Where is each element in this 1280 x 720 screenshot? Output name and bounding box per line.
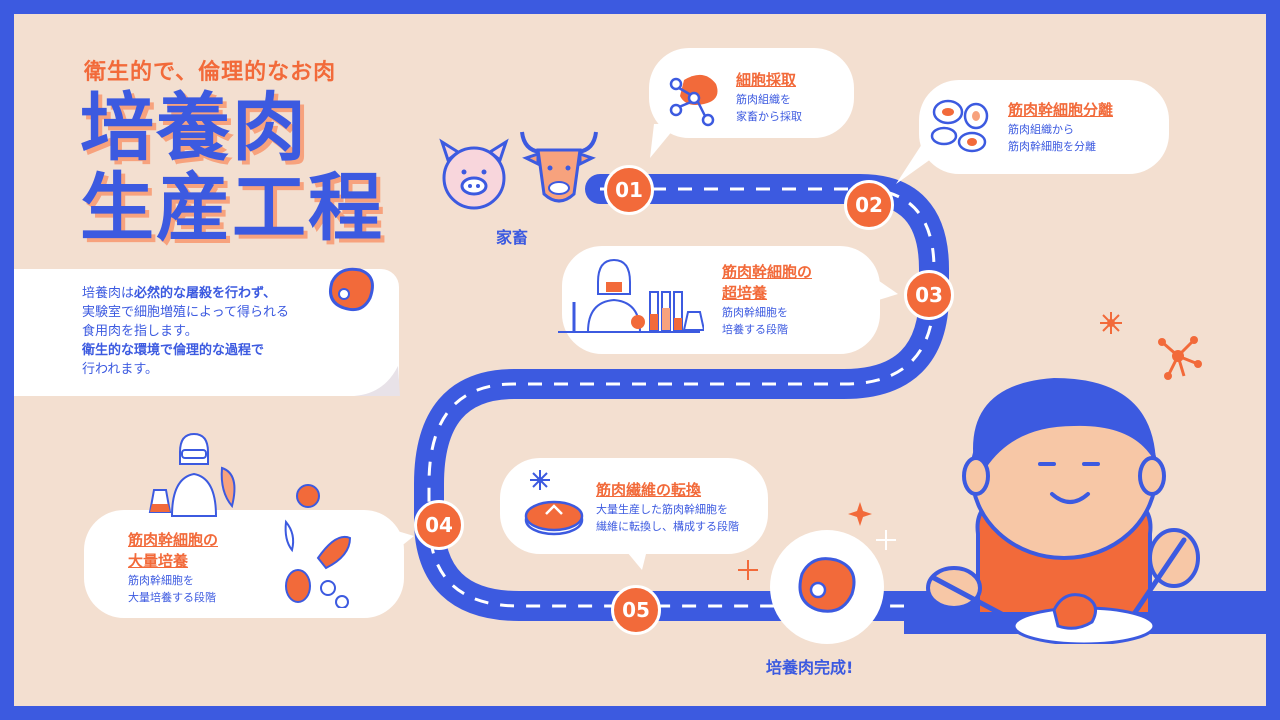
intro-line-1a: 培養肉は [82,286,135,301]
title-line-1: 培養肉 [80,85,308,171]
step-3-title-2: 超培養 [722,284,768,302]
cells-icon [284,484,352,608]
steak-icon [329,267,374,312]
step-3-bubble-tail [872,276,898,302]
step-2-bubble [919,80,1169,174]
step-5-bubble-tail [622,546,648,570]
muscle-fiber-icon [524,470,584,536]
step-2-text: 筋肉幹細胞分離 筋肉組織から 筋肉幹細胞を分離 [1008,100,1113,155]
page-curl-icon [354,366,400,396]
intro-line-4: 衛生的な環境で倫理的な過程で [82,343,265,358]
step-1-desc-1: 筋肉組織を [736,93,791,106]
step-4-text: 筋肉幹細胞の 大量培養 筋肉幹細胞を 大量培養する段階 [128,530,218,606]
step-2-title: 筋肉幹細胞分離 [1008,101,1114,119]
intro-text: 培養肉は必然的な屠殺を行わず、 実験室で細胞増殖によって得られる 食用肉を指しま… [82,284,322,379]
step-badge-02: 02 [844,180,894,230]
step-4-title-1: 筋肉幹細胞の [128,531,219,549]
step-1-desc-2: 家畜から採取 [736,110,802,123]
step-4-desc-2: 大量培養する段階 [128,591,216,604]
intro-line-1b: 必然的な屠殺を行わず、 [134,286,277,301]
step-4-bubble-tail [394,530,414,552]
intro-line-5: 行われます。 [82,362,159,377]
step-3-text: 筋肉幹細胞の 超培養 筋肉幹細胞を 培養する段階 [722,262,812,338]
molecule-icon [1158,336,1202,380]
step-4-desc-1: 筋肉幹細胞を [128,574,194,587]
finished-steak-icon [798,557,856,613]
step-3-desc-2: 培養する段階 [722,323,788,336]
step-2-desc-2: 筋肉幹細胞を分離 [1008,140,1096,153]
page-title: 培養肉 生産工程 [80,88,384,248]
lab-scientist-icon [558,258,704,333]
sparkle-icon [848,502,872,526]
sparkle-icon [738,560,758,580]
step-5-desc-2: 繊維に転換し、構成する段階 [596,520,739,533]
cow-icon [520,131,598,203]
step-2-desc-1: 筋肉組織から [1008,123,1074,136]
step-badge-04: 04 [414,500,464,550]
step-5-text: 筋肉繊維の転換 大量生産した筋肉幹細胞を 繊維に転換し、構成する段階 [596,480,739,535]
cell-sample-icon [669,74,718,127]
sparkle-icon [876,530,896,550]
scientist-icon [148,432,236,517]
step-5-desc-1: 大量生産した筋肉幹細胞を [596,503,728,516]
step-1-bubble-tail [650,124,678,158]
step-3-desc-1: 筋肉幹細胞を [722,306,788,319]
infographic-canvas: 衛生的で、倫理的なお肉 培養肉 生産工程 培養肉は必然的な屠殺を行わず、 実験室… [14,14,1266,706]
step-badge-01: 01 [604,165,654,215]
intro-line-3: 食用肉を指します。 [82,324,198,339]
livestock-label: 家畜 [496,228,529,247]
boy-eating-illustration [926,378,1200,644]
step-2-bubble-tail [896,144,938,184]
molecule-icon [1100,312,1122,334]
step-badge-03: 03 [904,270,954,320]
step-4-title-2: 大量培養 [128,552,189,570]
title-line-2: 生産工程 [80,165,384,251]
subtitle: 衛生的で、倫理的なお肉 [84,60,337,85]
pig-icon [439,138,509,210]
step-3-title-1: 筋肉幹細胞の [722,263,813,281]
final-label: 培養肉完成! [766,658,854,677]
step-4-bubble [84,510,404,618]
step-1-title: 細胞採取 [736,71,797,89]
step-1-text: 細胞採取 筋肉組織を 家畜から採取 [736,70,802,125]
step-badge-05: 05 [611,585,661,635]
step-5-title: 筋肉繊維の転換 [596,481,702,499]
intro-line-2: 実験室で細胞増殖によって得られる [82,305,289,320]
stem-cell-icon [930,99,989,153]
